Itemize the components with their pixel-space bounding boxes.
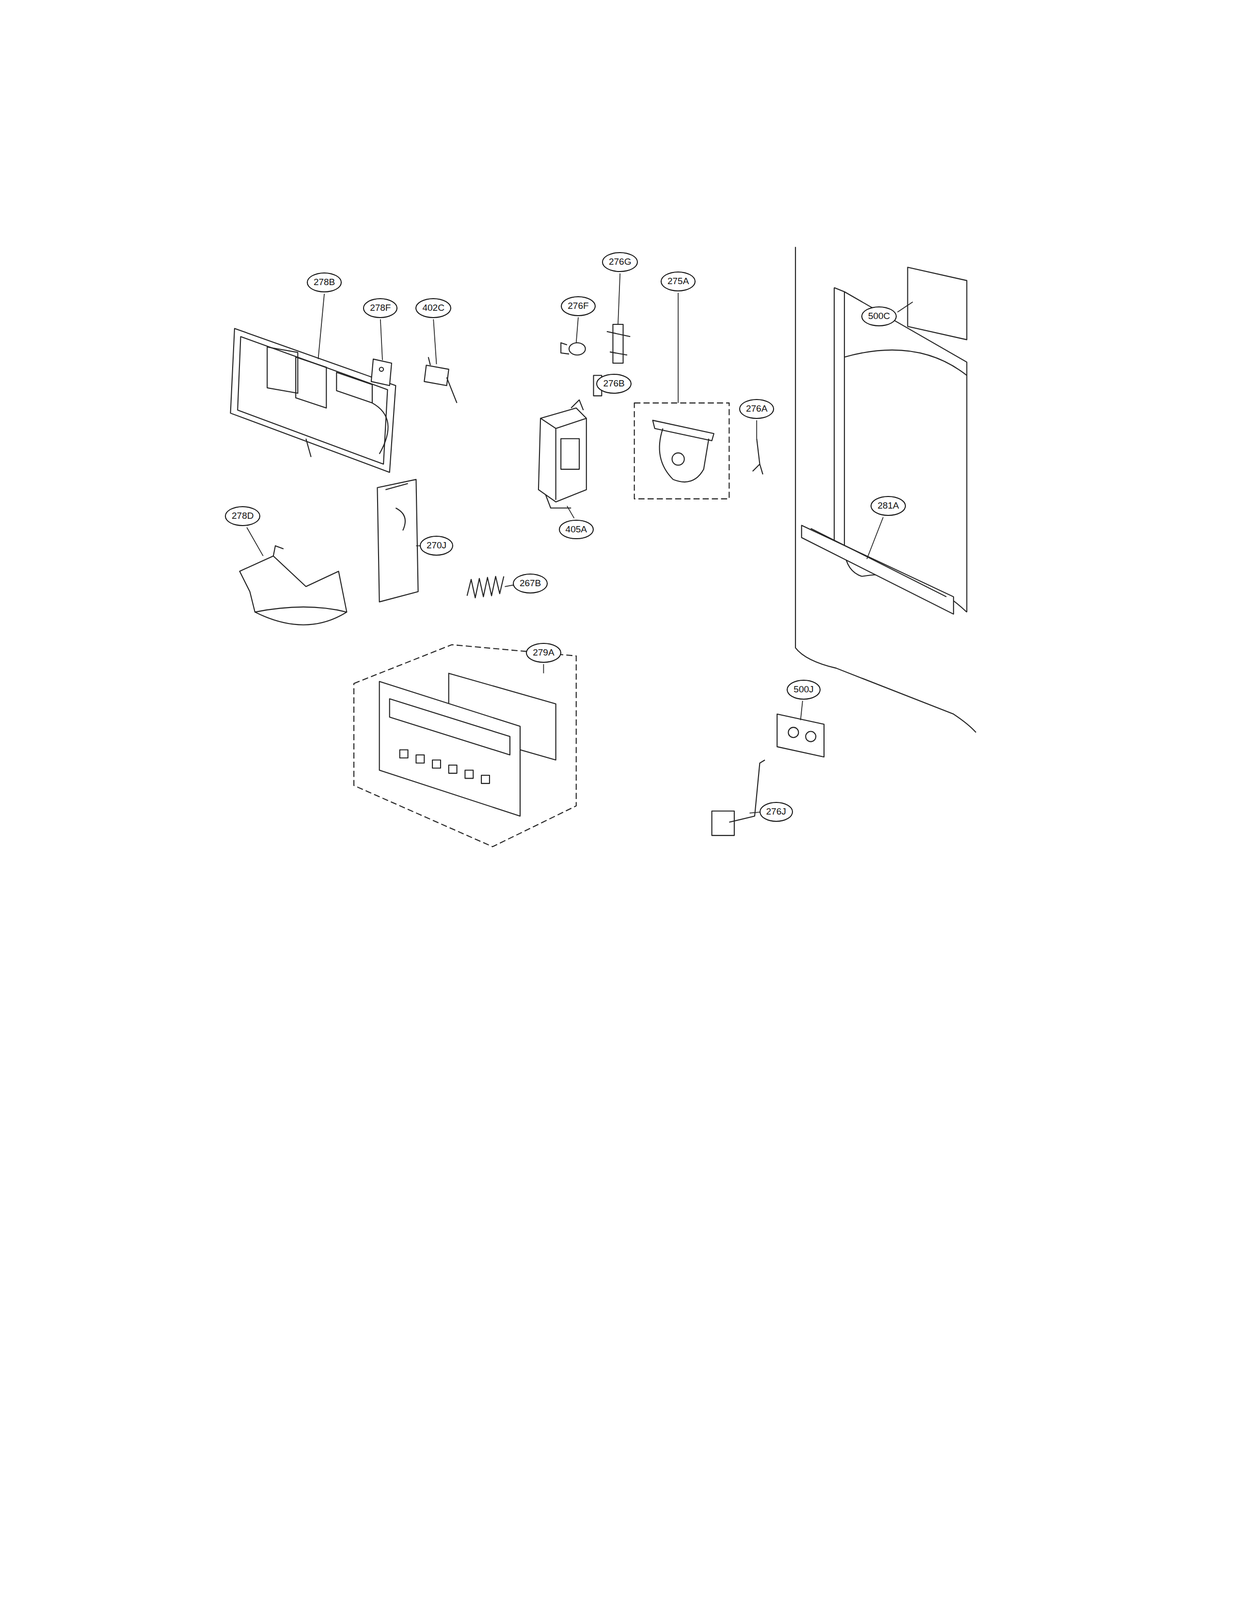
- ice-chute: [239, 545, 347, 625]
- callout-number: 270J: [419, 535, 454, 556]
- small-switch: [371, 359, 392, 386]
- refrigerator-door: [795, 246, 976, 733]
- callout-number: 405A: [558, 519, 594, 540]
- module: [776, 713, 824, 757]
- callout-number: 275A: [660, 271, 696, 292]
- callout-number: 276J: [759, 801, 793, 822]
- sensor-bracket: [712, 759, 765, 836]
- callout-number: 278B: [306, 272, 342, 293]
- callout-number: 278F: [363, 298, 398, 318]
- dispenser-lever: [377, 479, 418, 602]
- kit-box: [634, 402, 730, 499]
- callout-number: 276G: [602, 252, 638, 272]
- leader-lines: [246, 273, 913, 813]
- panel-cover: [907, 267, 967, 340]
- callout-number: 500J: [786, 679, 821, 700]
- control-panel-kit: [353, 644, 577, 847]
- callout-number: 276F: [560, 296, 596, 317]
- callout-number: 276B: [596, 373, 632, 394]
- callout-number: 402C: [415, 298, 451, 318]
- callout-number: 281A: [870, 495, 906, 516]
- micro-switch: [424, 356, 457, 403]
- spring: [467, 576, 505, 598]
- callout-number: 267B: [512, 573, 548, 594]
- callout-number: 500C: [861, 306, 897, 327]
- solenoid: [538, 399, 587, 508]
- drip-tray: [801, 525, 954, 615]
- knob: [560, 342, 586, 355]
- callout-number: 276A: [739, 398, 775, 419]
- wire-spring: [752, 438, 763, 475]
- callout-number: 279A: [525, 642, 561, 663]
- dispenser-housing: [230, 328, 397, 473]
- callout-number: 278D: [224, 506, 261, 526]
- bracket: [606, 324, 631, 364]
